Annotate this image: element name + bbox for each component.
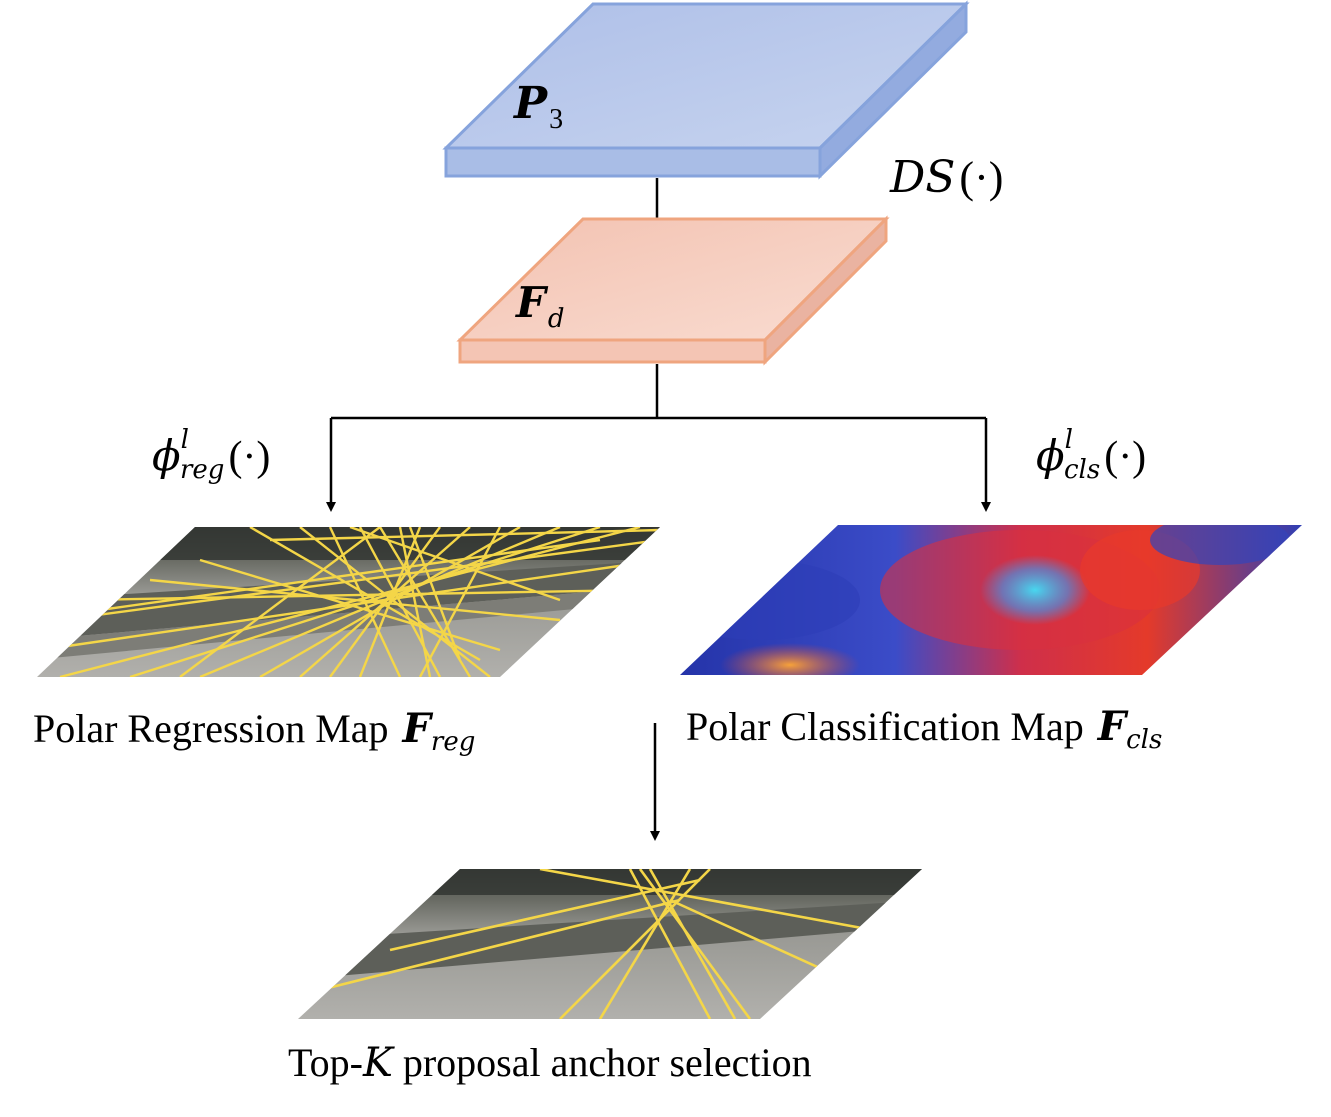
fd-slab-front [458,338,767,364]
regression-anchor-lines [39,527,660,677]
fd-feature-map: Fd [456,215,890,366]
ds-operator-label: DS(·) [889,152,1003,203]
p3-label: P3 [512,78,563,135]
p3-slab-side [818,0,968,180]
topk-caption: Top-K proposal anchor selection [288,1040,812,1086]
branch-connectors [326,364,991,512]
selected-anchor-lines [319,869,901,1019]
polar-regression-map-image [37,527,660,677]
p3-feature-map: P3 [442,0,970,180]
topk-selection-image [298,869,922,1019]
p3-slab-front [444,146,822,178]
fd-slab-side [763,215,888,366]
polar-classification-map-image [680,525,1302,675]
fd-label: Fd [515,278,564,334]
